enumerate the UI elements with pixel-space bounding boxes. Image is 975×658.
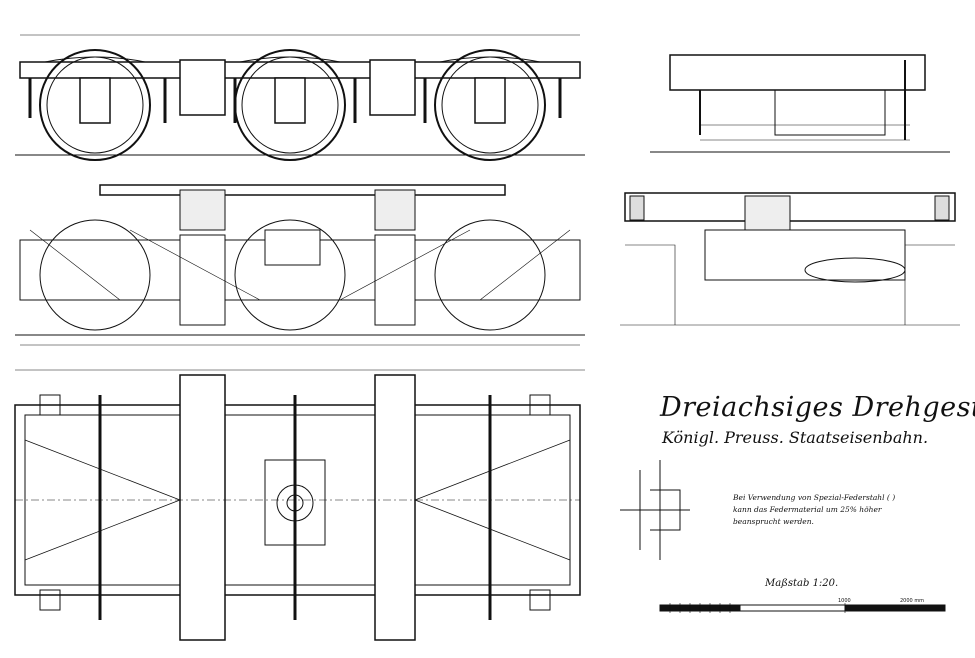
plan-view [14,369,585,641]
end-view-top [650,54,950,153]
scale-bar [659,603,946,613]
spring-detail [620,460,690,560]
drawing-subtitle: Königl. Preuss. Staatseisenbahn. [662,428,929,447]
drawing-title: Dreiachsiges Drehgestell. [660,392,975,423]
note-line: beansprucht werden. [733,517,814,526]
note-line: kann das Federmaterial um 25% höher [733,505,882,514]
cross-section-view [620,192,960,326]
section-view [15,184,585,346]
scale-tick-label: 2000 mm [900,598,925,604]
note-line: Bei Verwendung von Spezial-Federstahl ( … [733,493,896,502]
side-elevation-view [15,34,585,161]
scale-label: Maßstab 1:20. [765,578,839,589]
scale-tick-label: 1000 [838,598,851,604]
